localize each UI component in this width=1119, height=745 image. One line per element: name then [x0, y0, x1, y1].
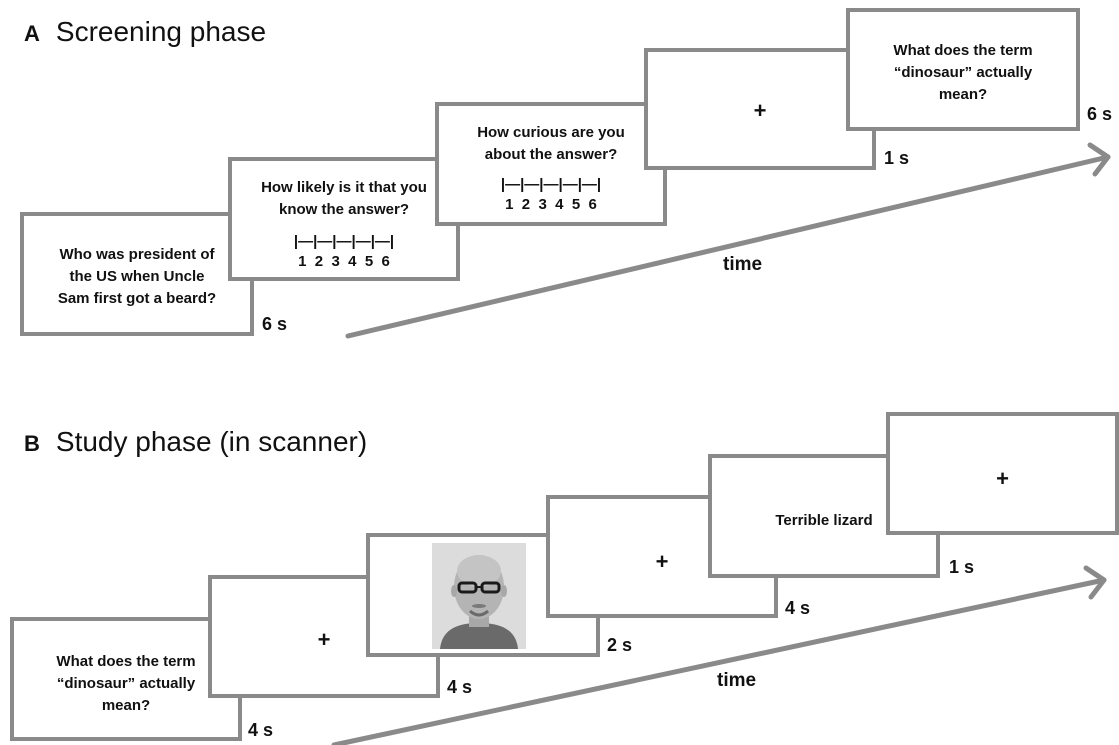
likely-line-1: How likely is it that you: [261, 179, 427, 196]
question2-line-2: “dinosaur” actually: [893, 64, 1033, 81]
likely-text: How likely is it that you know the answe…: [232, 177, 456, 221]
time-label-b: time: [717, 670, 757, 691]
panel-a-title: Screening phase: [55, 16, 267, 47]
likely-scale-ticks: |—|—|—|—|—|: [293, 233, 395, 250]
duration-fixation-b2: 4 s: [785, 598, 811, 618]
question2-line-3: mean?: [938, 86, 988, 103]
panel-a-letter: A: [24, 21, 40, 46]
time-label-a: time: [723, 254, 763, 275]
curious-text: How curious are you about the answer?: [439, 122, 663, 166]
duration-question2-a: 6 s: [1087, 104, 1113, 124]
face-image: [432, 543, 526, 649]
curious-scale-numbers: 1 2 3 4 5 6: [505, 196, 597, 213]
panel-b-letter: B: [24, 431, 40, 456]
question-a-line-1: Who was president of: [59, 246, 215, 263]
duration-answer: 1 s: [949, 557, 975, 577]
screen-fixation-a: +: [644, 48, 876, 170]
question-a-line-2: the US when Uncle: [69, 268, 205, 285]
panel-a-label: A Screening phase: [24, 16, 266, 48]
screen-question-b-a: What does the term “dinosaur” actually m…: [846, 8, 1080, 131]
question2-text: What does the term “dinosaur” actually m…: [850, 40, 1076, 106]
question-b-line-2: “dinosaur” actually: [56, 675, 196, 692]
fixation-cross-b2: +: [655, 549, 669, 574]
question-a-line-3: Sam first got a beard?: [57, 290, 217, 307]
likely-scale-numbers: 1 2 3 4 5 6: [298, 253, 390, 270]
duration-question-a: 6 s: [262, 314, 288, 334]
fixation-cross-b1: +: [317, 627, 331, 652]
question-b-text: What does the term “dinosaur” actually m…: [14, 651, 238, 717]
screen-question-b: What does the term “dinosaur” actually m…: [10, 617, 242, 741]
answer-text: Terrible lizard: [775, 512, 873, 529]
duration-fixation-b1: 4 s: [447, 677, 473, 697]
likely-line-2: know the answer?: [278, 201, 410, 218]
panel-b-title: Study phase (in scanner): [55, 426, 368, 457]
screen-curious-rating: How curious are you about the answer? |—…: [435, 102, 667, 226]
screen-fixation-b3: +: [886, 412, 1119, 535]
fixation-cross-b3: +: [996, 466, 1009, 491]
face-photo: [432, 543, 526, 649]
screen-likely-rating: How likely is it that you know the answe…: [228, 157, 460, 281]
question2-line-1: What does the term: [893, 42, 1033, 59]
fixation-cross-a: +: [753, 98, 767, 123]
duration-question-b: 4 s: [248, 720, 274, 740]
question-b-line-3: mean?: [101, 697, 151, 714]
panel-b-label: B Study phase (in scanner): [24, 426, 367, 458]
question-b-line-1: What does the term: [56, 653, 196, 670]
question-a-text: Who was president of the US when Uncle S…: [24, 244, 250, 310]
duration-face: 2 s: [607, 635, 633, 655]
curious-scale-ticks: |—|—|—|—|—|: [500, 176, 602, 193]
screen-question-a: Who was president of the US when Uncle S…: [20, 212, 254, 336]
curious-line-1: How curious are you: [477, 124, 625, 141]
curious-line-2: about the answer?: [484, 146, 618, 163]
duration-fixation-a: 1 s: [884, 148, 910, 168]
